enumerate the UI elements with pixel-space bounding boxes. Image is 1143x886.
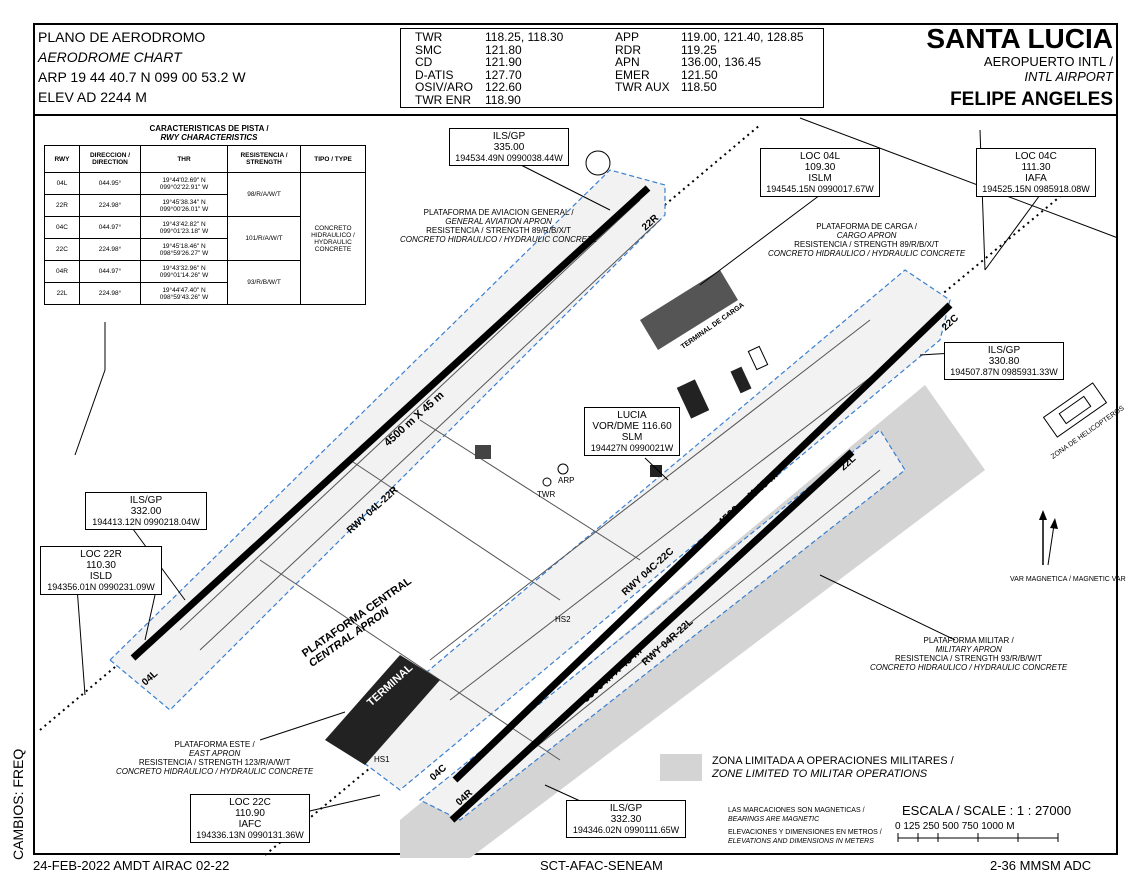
apron-boundary-central xyxy=(339,269,951,791)
scale-bar xyxy=(897,833,1059,842)
title-es: PLANO DE AERODROMO xyxy=(38,29,206,45)
military-zone-legend: ZONA LIMITADA A OPERACIONES MILITARES / … xyxy=(712,755,954,780)
runway-table-caption: CARACTERISTICAS DE PISTA / RWY CHARACTER… xyxy=(149,124,269,142)
table-row: 04R 044.97° 19°43'32.96" N 099°01'14.26"… xyxy=(44,260,366,305)
notes: LAS MARCACIONES SON MAGNETICAS / BEARING… xyxy=(728,807,882,845)
general-aviation-apron-label: PLATAFORMA DE AVIACION GENERAL / GENERAL… xyxy=(400,208,598,244)
navaid-ils-gp-04c: ILS/GP 332.30 194346.02N 0990111.65W xyxy=(566,800,686,838)
runway-04c-22c xyxy=(452,302,953,783)
scale-ticks: 0 125 250 500 750 1000 M xyxy=(895,821,1015,832)
table-row: 04C 044.97° 19°43'42.82" N 099°01'23.18"… xyxy=(44,216,366,261)
navaid-loc-22c: LOC 22C 110.90 IAFC 194336.13N 0990131.3… xyxy=(190,794,310,843)
turn-pad xyxy=(585,150,611,176)
runway-04r-22l xyxy=(449,449,855,823)
header-left: PLANO DE AERODROMO AERODROME CHART ARP 1… xyxy=(38,27,246,107)
magnetic-var-label: VAR MAGNETICA / MAGNETIC VAR xyxy=(1010,576,1126,583)
building xyxy=(475,445,491,459)
twr-symbol xyxy=(542,477,552,487)
east-apron-label: PLATAFORMA ESTE / EAST APRON RESISTENCIA… xyxy=(116,740,314,776)
military-apron-label: PLATAFORMA MILITAR / MILITARY APRON RESI… xyxy=(870,636,1068,672)
twr-label: TWR xyxy=(537,490,556,499)
building xyxy=(676,379,710,419)
arp-coordinates: ARP 19 44 40.7 N 099 00 53.2 W xyxy=(38,69,246,85)
footer-amendment: 24-FEB-2022 AMDT AIRAC 02-22 xyxy=(33,858,230,873)
building xyxy=(730,366,752,394)
chart-frame xyxy=(33,23,1118,855)
building xyxy=(747,345,769,371)
airport-type-en: INTL AIRPORT xyxy=(1024,69,1113,84)
building xyxy=(650,465,662,477)
navaid-ils-gp-04l: ILS/GP 335.00 194534.49N 0990038.44W xyxy=(449,128,569,166)
navaid-loc-04l: LOC 04L 109.30 ISLM 194545.15N 0990017.6… xyxy=(760,148,880,197)
table-header-row: RWY DIRECCION / DIRECTION THR RESISTENCI… xyxy=(44,145,366,173)
arp-symbol xyxy=(557,463,569,475)
terminal-building xyxy=(325,655,440,765)
military-zone-swatch xyxy=(660,754,702,781)
table-row: 04L 044.95° 19°44'02.69" N 099°02'22.91"… xyxy=(44,172,366,305)
airport-type-es: AEROPUERTO INTL / xyxy=(983,54,1113,69)
navaid-loc-22r: LOC 22R 110.30 ISLD 194356.01N 0990231.0… xyxy=(40,546,162,595)
navaid-vor-dme-lucia: LUCIA VOR/DME 116.60 SLM 194427N 0990021… xyxy=(584,407,680,456)
airport-name: FELIPE ANGELES xyxy=(950,89,1113,110)
heliport xyxy=(1042,382,1108,438)
footer-publisher: SCT-AFAC-SENEAM xyxy=(540,858,663,873)
arp-label: ARP xyxy=(558,476,575,485)
cargo-apron-label: PLATAFORMA DE CARGA / CARGO APRON RESIST… xyxy=(768,222,966,258)
title-en: AERODROME CHART xyxy=(38,49,182,65)
hs2-label: HS2 xyxy=(555,615,571,624)
runway-table: RWY DIRECCION / DIRECTION THR RESISTENCI… xyxy=(44,145,366,305)
navaid-ils-gp-22r: ILS/GP 332.00 194413.12N 0990218.04W xyxy=(85,492,207,530)
cargo-terminal xyxy=(640,270,738,350)
changes-note: CAMBIOS: FREQ xyxy=(10,748,26,860)
footer-page: 2-36 MMSM ADC xyxy=(990,858,1092,873)
airport-city: SANTA LUCIA xyxy=(926,23,1113,54)
magnetic-north-arrow xyxy=(1039,510,1058,566)
table-row: 22C 224.98° 19°45'18.46" N 098°59'26.27"… xyxy=(44,238,366,261)
aerodrome-elevation: ELEV AD 2244 M xyxy=(38,89,147,105)
navaid-loc-04c: LOC 04C 111.30 IAFA 194525.15N 0985918.0… xyxy=(976,148,1096,197)
header-divider xyxy=(33,114,1118,116)
hs1-label: HS1 xyxy=(374,755,390,764)
table-row: 22L 224.98° 19°44'47.40" N 098°59'43.26"… xyxy=(44,282,366,305)
apron-boundary-north xyxy=(109,169,666,711)
scale-title: ESCALA / SCALE : 1 : 27000 xyxy=(902,803,1072,818)
runway-04l-22r xyxy=(130,185,651,661)
header-right: SANTA LUCIA AEROPUERTO INTL / INTL AIRPO… xyxy=(926,24,1113,112)
navaid-ils-gp-22c: ILS/GP 330.80 194507.87N 0985931.33W xyxy=(944,342,1064,380)
